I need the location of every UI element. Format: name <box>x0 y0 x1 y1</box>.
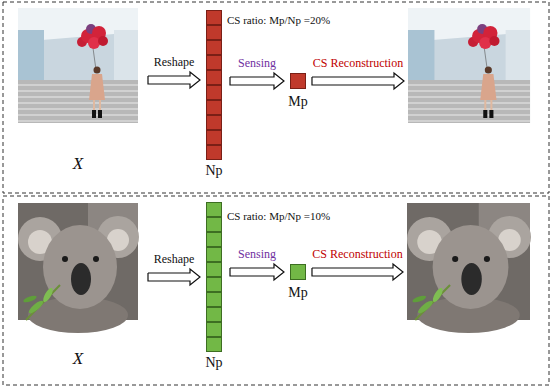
node-label: Mp <box>288 94 307 109</box>
vector-cell <box>206 130 222 145</box>
vector-cell <box>206 337 222 352</box>
block-arrow <box>148 72 200 88</box>
node-label: X <box>73 350 83 369</box>
image-box: X <box>18 203 138 369</box>
arrow-label: CS Reconstruction <box>313 57 403 70</box>
vector-cell <box>206 307 222 322</box>
vector-cell <box>206 322 222 337</box>
vector-cell <box>206 70 222 85</box>
measurement-box: Mp <box>288 73 307 109</box>
vector-cell <box>206 25 222 40</box>
vector-cell <box>206 40 222 55</box>
vector-column: Np <box>205 10 222 178</box>
output-photo <box>407 203 531 333</box>
block-arrow <box>312 264 403 280</box>
vector-cells <box>206 10 222 160</box>
vector-cell <box>206 115 222 130</box>
image-frame <box>407 203 530 320</box>
measurement-cell <box>290 264 306 280</box>
node-label: X <box>73 155 83 174</box>
node-label: Np <box>205 355 222 370</box>
arrow-label: Sensing <box>238 57 276 70</box>
vector-cell <box>206 202 222 217</box>
vector-cell <box>206 100 222 115</box>
image-frame <box>18 8 138 123</box>
output-photo <box>408 8 530 123</box>
vector-cell <box>206 55 222 70</box>
vector-cell <box>206 277 222 292</box>
image-frame <box>408 8 530 123</box>
image-box <box>407 203 530 320</box>
ratio-note: CS ratio: Mp/Np =10% <box>227 210 330 222</box>
vector-cells <box>206 202 222 352</box>
arrow-label: Reshape <box>154 253 195 266</box>
vector-cell <box>206 10 222 25</box>
input-photo <box>18 8 138 123</box>
vector-cell <box>206 217 222 232</box>
block-arrow <box>230 264 284 280</box>
block-arrow <box>148 269 200 285</box>
measurement-cell <box>290 73 306 89</box>
input-photo <box>18 203 139 333</box>
image-box <box>408 8 530 123</box>
node-label: Mp <box>288 285 307 300</box>
panel-frame <box>3 2 549 193</box>
panel-frame <box>3 196 549 385</box>
block-arrow <box>312 73 404 89</box>
arrow-label: Sensing <box>238 248 276 261</box>
vector-cell <box>206 85 222 100</box>
vector-column: Np <box>205 202 222 370</box>
vector-cell <box>206 262 222 277</box>
block-arrow <box>230 73 284 89</box>
vector-cell <box>206 292 222 307</box>
node-label: Np <box>205 163 222 178</box>
ratio-note: CS ratio: Mp/Np =20% <box>227 14 330 26</box>
vector-cell <box>206 232 222 247</box>
arrow-label: Reshape <box>154 56 195 69</box>
image-frame <box>18 203 138 320</box>
image-box: X <box>18 8 138 174</box>
measurement-box: Mp <box>288 264 307 300</box>
vector-cell <box>206 247 222 262</box>
arrow-label: CS Reconstruction <box>312 248 402 261</box>
vector-cell <box>206 145 222 160</box>
